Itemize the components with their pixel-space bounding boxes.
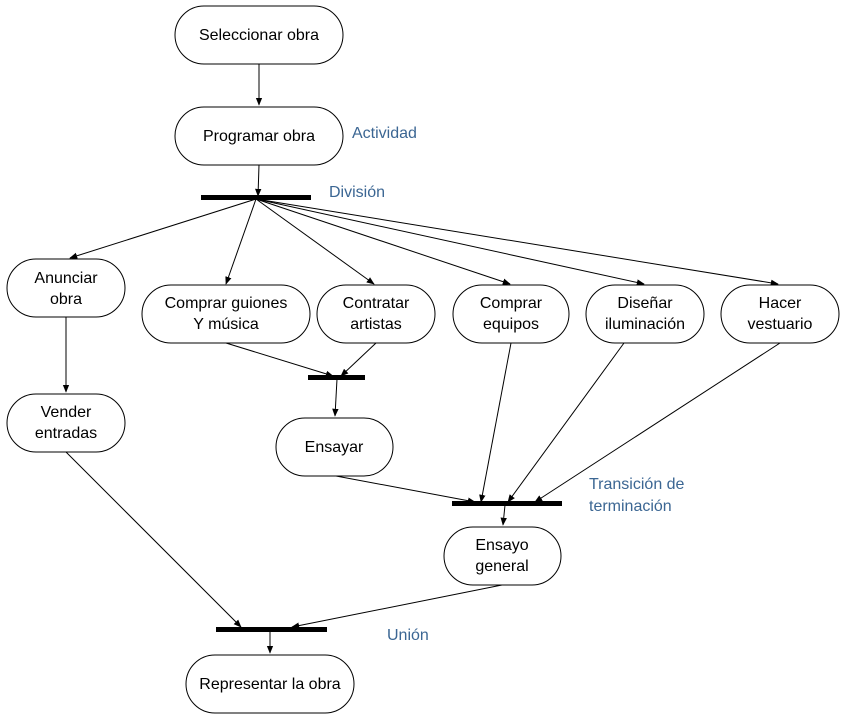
node-label: Representar la obra — [199, 676, 341, 693]
node-label-line-1: Comprar — [480, 295, 543, 312]
edges — [62, 64, 781, 654]
annotation-labels: Actividad División Transición de termina… — [329, 125, 685, 644]
label-union: Unión — [387, 627, 429, 644]
label-division: División — [329, 184, 385, 201]
node-comprar-guiones: Comprar guiones Y música — [141, 284, 311, 344]
node-label-line-1: Comprar guiones — [165, 295, 288, 312]
union-bar — [216, 627, 327, 632]
node-programar-obra: Programar obra — [174, 106, 344, 166]
edge-ensayar-transicion — [335, 475, 476, 504]
node-representar-la-obra: Representar la obra — [185, 654, 355, 714]
edge-vender-union — [65, 451, 242, 628]
node-label-line-2: obra — [50, 291, 82, 308]
edge-division-vestuario — [255, 198, 779, 287]
division-bar — [201, 195, 311, 200]
edge-division-iluminacion — [255, 198, 645, 286]
node-comprar-equipos: Comprar equipos — [452, 284, 570, 344]
node-vender-entradas: Vender entradas — [6, 393, 126, 453]
node-label-line-2: equipos — [483, 316, 539, 333]
node-label-line-2: artistas — [350, 316, 402, 333]
transition-bar — [452, 501, 562, 506]
node-label-line-1: Ensayo — [475, 537, 528, 554]
node-anunciar-obra: Anunciar obra — [6, 258, 126, 318]
edge-join-ensayar — [332, 378, 339, 417]
node-contratar-artistas: Contratar artistas — [316, 284, 436, 344]
node-label-line-1: Diseñar — [617, 295, 673, 312]
edge-iluminacion-transicion — [507, 342, 625, 503]
node-label-line-2: general — [475, 558, 528, 575]
sync-bars — [201, 195, 562, 632]
edge-guiones-join — [225, 342, 334, 377]
edge-contratar-join — [340, 342, 377, 377]
node-label-line-1: Anunciar — [34, 270, 98, 287]
label-actividad: Actividad — [352, 125, 417, 142]
node-disenar-iluminacion: Diseñar iluminación — [585, 284, 705, 344]
edge-division-guiones — [225, 198, 257, 285]
node-label: Ensayar — [305, 439, 364, 456]
node-ensayar: Ensayar — [275, 417, 394, 477]
node-label-line-2: Y música — [193, 316, 259, 333]
node-label-line-1: Contratar — [343, 295, 410, 312]
node-label-line-2: entradas — [35, 425, 97, 442]
edge-vestuario-transicion — [534, 342, 781, 503]
edge-division-anunciar — [69, 198, 257, 259]
node-ensayo-general: Ensayo general — [443, 526, 562, 586]
edge-equipos-transicion — [479, 342, 512, 503]
node-label: Programar obra — [203, 128, 315, 145]
node-label-line-2: iluminación — [605, 316, 685, 333]
label-transicion-line-2: terminación — [589, 498, 672, 515]
label-transicion-line-1: Transición de — [589, 476, 685, 493]
edge-programar-division — [255, 164, 262, 197]
node-seleccionar-obra: Seleccionar obra — [174, 5, 344, 65]
node-label-line-1: Hacer — [759, 295, 802, 312]
node-hacer-vestuario: Hacer vestuario — [720, 284, 840, 344]
edge-division-contratar — [255, 198, 375, 285]
node-label-line-2: vestuario — [748, 316, 813, 333]
node-label-line-1: Vender — [41, 404, 92, 421]
edge-transicion-ensayo-general — [500, 504, 507, 526]
node-label: Seleccionar obra — [199, 27, 319, 44]
edge-division-equipos — [255, 198, 511, 285]
edge-ensayo-general-union — [291, 584, 503, 629]
join-bar-ensayar — [308, 375, 365, 380]
